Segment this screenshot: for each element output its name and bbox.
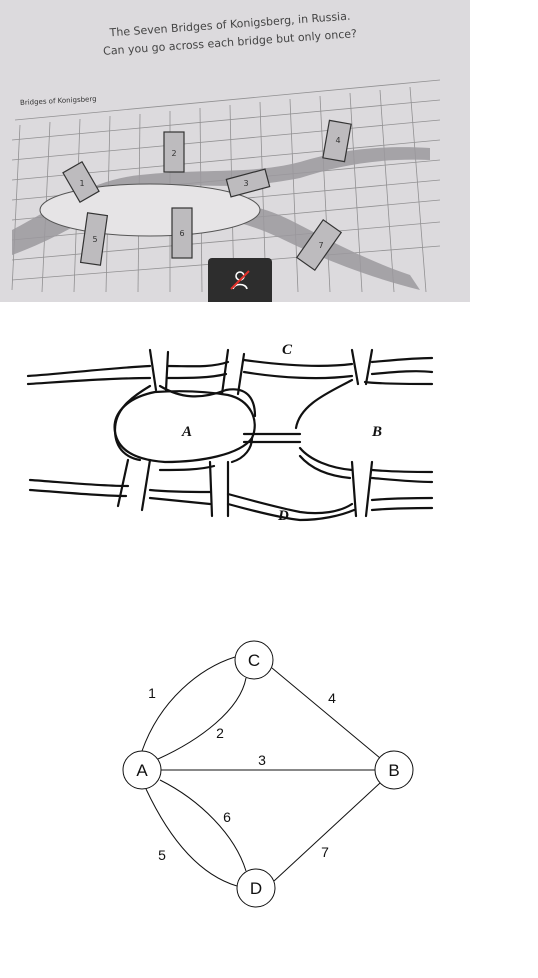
graph-node-label-c: C [248, 651, 260, 670]
camera-toggle-button[interactable] [208, 258, 272, 302]
graph-node-c [234, 640, 274, 680]
graph-node-label-d: D [250, 879, 262, 898]
graph-node-b [374, 750, 414, 790]
photo-bridge-7-label: 7 [318, 241, 323, 250]
graph-node-label-a: A [136, 761, 148, 780]
photo-map-drawing: 1 2 3 4 5 6 7 [0, 0, 470, 302]
graph-edge-5 [145, 788, 238, 887]
sketch-label-d: D [277, 508, 289, 524]
graph-node-d [236, 868, 276, 908]
photo-bridge-1-label: 1 [79, 179, 84, 188]
graph-edge-7 [273, 782, 381, 882]
graph-edge-2 [157, 677, 247, 760]
sketch-label-a: A [181, 424, 192, 440]
graph-edge-4 [271, 667, 381, 759]
graph-node-label-b: B [388, 761, 399, 780]
photo-bridge-4-label: 4 [335, 136, 340, 145]
graph-edge-label-2: 2 [216, 725, 224, 741]
photo-bridge-6-label: 6 [179, 229, 184, 238]
bridges-graph: 1 2 3 4 5 6 7 C A B D [122, 640, 414, 908]
graph-edge-label-7: 7 [321, 844, 329, 860]
graph-edge-label-4: 4 [328, 690, 336, 706]
bridges-sketch: A B C D [26, 342, 434, 524]
photo-bridge-3-label: 3 [243, 179, 248, 188]
sketch-label-c: C [282, 342, 293, 358]
graph-edge-label-1: 1 [148, 685, 156, 701]
graph-edge-label-6: 6 [223, 809, 231, 825]
graph-edge-6 [159, 779, 247, 872]
photo-bridge-5-label: 5 [92, 235, 97, 244]
photo-bridge-2-label: 2 [171, 149, 176, 158]
sketch-label-b: B [371, 424, 382, 440]
graph-edge-label-5: 5 [158, 847, 166, 863]
graph-node-a [122, 750, 162, 790]
worksheet-photo: 1 2 3 4 5 6 7 The Seven Bridges of Konig… [0, 0, 470, 302]
graph-edge-label-3: 3 [258, 752, 266, 768]
graph-edge-1 [141, 656, 236, 752]
camera-off-icon [230, 270, 250, 290]
